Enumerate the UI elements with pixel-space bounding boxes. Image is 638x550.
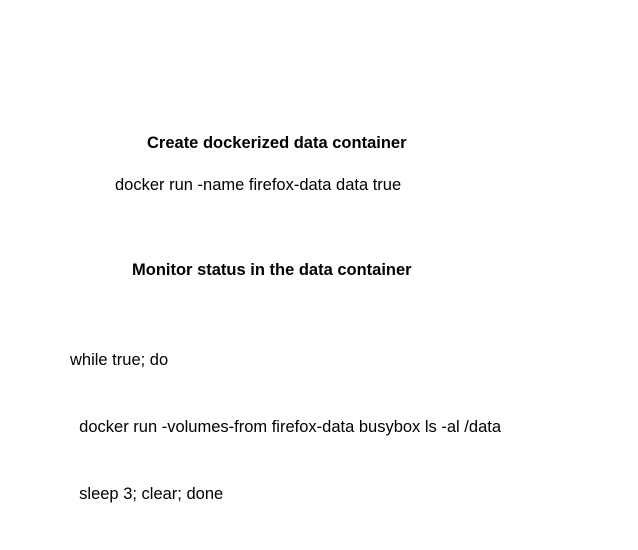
command-line-docker-run: docker run -volumes-from firefox-data bu… [70,418,502,437]
command-create-data-container: docker run -name firefox-data data true [115,176,402,194]
command-line-while: while true; do [70,350,169,369]
slide-canvas: Create dockerized data container docker … [70,134,502,504]
section-heading-monitor-status: Monitor status in the data container [132,261,412,279]
section-heading-create-data-container: Create dockerized data container [147,134,407,152]
command-monitor-loop: while true; do docker run -volumes-from … [70,304,501,550]
command-line-sleep-clear-done: sleep 3; clear; done [70,485,224,504]
